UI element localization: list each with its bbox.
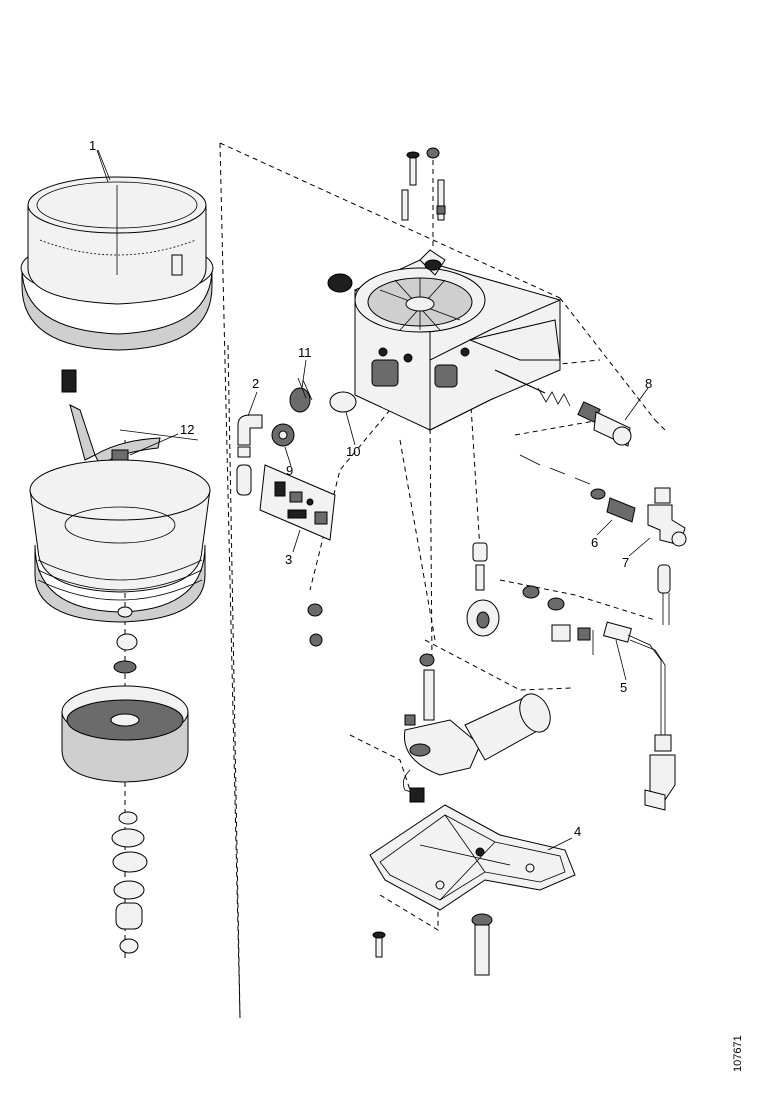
- board-fasteners: [307, 603, 323, 647]
- callout-6: 6: [591, 535, 598, 550]
- callout-9: 9: [286, 463, 293, 478]
- callout-labels: 1 2 3 4 5 6 7 8 9 10 11 12: [89, 138, 652, 839]
- part-5-sensor-cable: [551, 621, 676, 811]
- callout-10: 10: [346, 444, 360, 459]
- part-2-elbow: [236, 414, 263, 496]
- center-fittings: [466, 542, 565, 637]
- part-12-basket-assembly: [29, 369, 211, 954]
- base-fasteners: [372, 913, 493, 976]
- part-1-cover: [20, 149, 214, 351]
- document-id: 107671: [732, 1035, 744, 1072]
- part-11-spring-fitting: [289, 377, 313, 413]
- callout-7: 7: [622, 555, 629, 570]
- leader-lines: [96, 149, 651, 851]
- callout-1: 1: [89, 138, 96, 153]
- main-housing: [327, 249, 561, 431]
- part-8-valve-assembly: [494, 369, 632, 447]
- part-9-grommet: [271, 423, 295, 447]
- callout-5: 5: [620, 680, 627, 695]
- part-7-tee-valve: [647, 487, 687, 625]
- part-4-base-plate: [369, 804, 576, 911]
- callout-3: 3: [285, 552, 292, 567]
- top-screws: [401, 147, 446, 221]
- callout-11: 11: [298, 345, 312, 360]
- callout-8: 8: [645, 376, 652, 391]
- callout-12: 12: [180, 422, 194, 437]
- motor-assembly: [402, 653, 551, 803]
- part-3-circuit-board: [259, 464, 336, 541]
- part-10-cap: [329, 391, 357, 413]
- callout-2: 2: [252, 376, 259, 391]
- part-6-fitting: [519, 454, 636, 523]
- callout-4: 4: [574, 824, 581, 839]
